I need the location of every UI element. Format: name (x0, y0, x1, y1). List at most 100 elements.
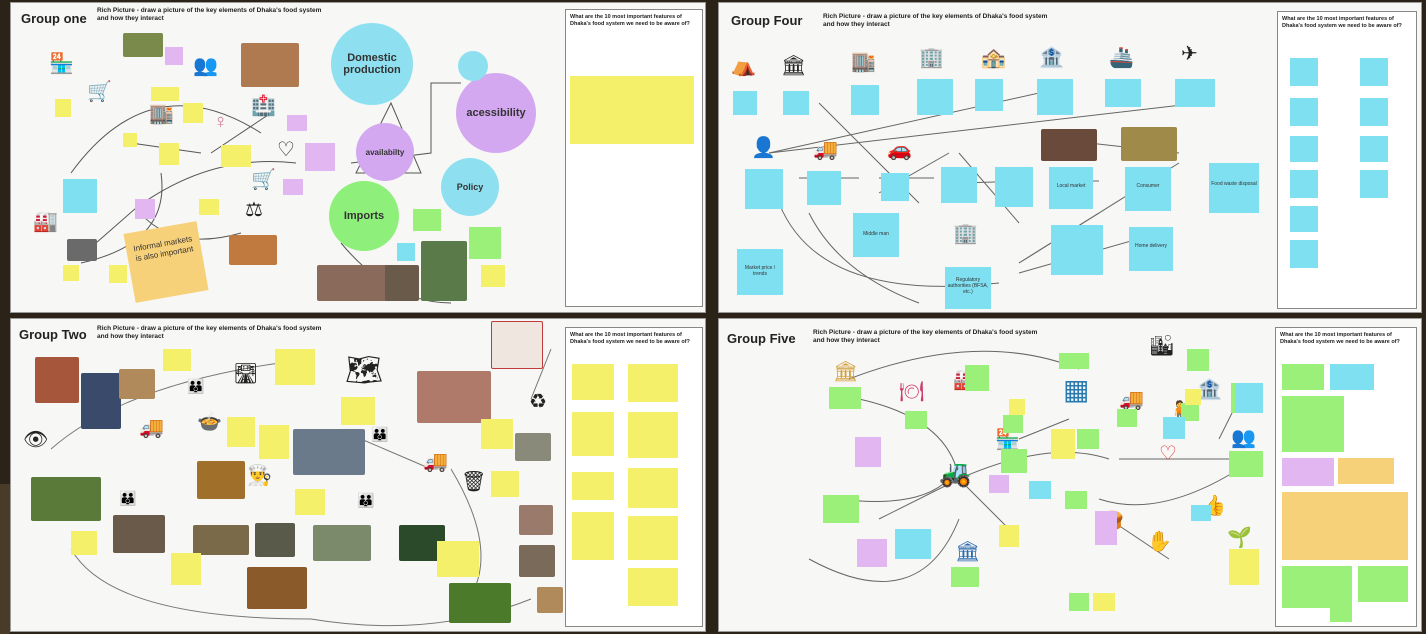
market-photo (421, 241, 467, 301)
answer-note (1290, 240, 1318, 268)
answer-note (572, 512, 614, 560)
sticky-note (1117, 409, 1137, 427)
sticky-note (259, 425, 289, 459)
sticky-note (63, 265, 79, 281)
sticky-note (1001, 449, 1027, 473)
circle-small-blue (458, 51, 488, 81)
board-group-four: Group Four Rich Picture - draw a picture… (718, 2, 1422, 313)
building-icon: 🏤 (981, 47, 1006, 69)
sticky-note (275, 349, 315, 385)
answer-note (1290, 206, 1318, 232)
sticky-note (437, 541, 479, 577)
food-photo (197, 461, 245, 499)
sticky-note (855, 437, 881, 467)
bank-icon: 🏛 (781, 55, 807, 77)
group-subtitle: Rich Picture - draw a picture of the key… (97, 7, 322, 22)
note-informal-markets: Informal markets is also important (123, 221, 209, 303)
sticky-note (171, 553, 201, 585)
chef-icon: 👨‍🍳 (247, 465, 272, 487)
sticky-note (989, 475, 1009, 493)
sticky-note (851, 85, 879, 115)
scale-icon: ⚖ (245, 199, 263, 221)
sticky-note (745, 169, 783, 209)
sticky-note (397, 243, 415, 261)
sticky-note (1051, 429, 1075, 459)
market-icon: 🏪 (995, 429, 1020, 451)
answer-note (628, 364, 678, 402)
building-regulator-icon: 🏢 (953, 223, 978, 245)
hospital-icon: 🏥 (251, 95, 276, 117)
sticky-note (1093, 593, 1115, 611)
food-photo (247, 567, 307, 609)
sticky-note (905, 411, 927, 429)
answer-note (572, 364, 614, 400)
map-icon: 🗺 (345, 354, 384, 387)
city-photo (293, 429, 365, 475)
node-consumer: Consumer (1125, 167, 1171, 211)
sticky-note (1077, 429, 1099, 449)
question-panel: What are the 10 most important features … (1275, 327, 1417, 627)
answer-note (628, 412, 678, 458)
market-photo (385, 265, 419, 301)
answer-note (1282, 396, 1344, 452)
sticky-note (1175, 79, 1215, 107)
sticky-note (881, 173, 909, 201)
sprout-icon: 🌱 (1227, 527, 1252, 549)
truck-icon: 🚚 (813, 139, 838, 161)
answer-note (572, 412, 614, 456)
sticky-note (159, 143, 179, 165)
answer-list (570, 76, 694, 144)
node-food-waste-disposal: Food waste disposal (1209, 163, 1259, 213)
group-title: Group Two (19, 327, 87, 342)
city-icon: 🏙 (1149, 335, 1175, 357)
delivery-truck-icon: 🚚 (423, 451, 448, 473)
heart-icon: ♡ (1159, 443, 1177, 465)
eye-house-icon: 👁 (23, 429, 49, 451)
waste-bin-icon: 🗑 (461, 471, 487, 493)
answer-note (1282, 492, 1408, 560)
circle-accessibility: acessibility (456, 73, 536, 153)
people-group-icon: 👪 (187, 378, 205, 394)
market-photo (193, 525, 249, 555)
sticky-note (823, 495, 859, 523)
food-photo (229, 235, 277, 265)
answer-note (1330, 606, 1352, 622)
answer-note (1290, 58, 1318, 86)
answer-note (1330, 364, 1374, 390)
sticky-note (71, 531, 97, 555)
question-panel: What are the 10 most important features … (565, 327, 703, 627)
tractor-icon: 🚜 (939, 458, 972, 488)
sticky-note (1185, 389, 1201, 405)
group-title: Group Four (731, 13, 803, 28)
sticky-note (283, 179, 303, 195)
sticky-note (951, 567, 979, 587)
sticky-note (995, 167, 1033, 207)
city-photo (81, 373, 121, 429)
bank-icon: 🏦 (1197, 379, 1222, 401)
sticky-note (1191, 505, 1211, 521)
answer-note (572, 472, 614, 500)
food-photo (123, 33, 163, 57)
sticky-note (63, 179, 97, 213)
sticky-note (183, 103, 203, 123)
sticky-note (917, 79, 953, 115)
sticky-note (469, 227, 501, 259)
food-photo (67, 239, 97, 261)
woman-icon: ♀ (213, 111, 228, 133)
sticky-note (135, 199, 155, 219)
sticky-note (1051, 225, 1103, 275)
meat-photo (417, 371, 491, 423)
sticky-note (413, 209, 441, 231)
answer-note (1338, 458, 1394, 484)
question-panel: What are the 10 most important features … (1277, 11, 1417, 309)
food-bowl-icon: 🍲 (197, 411, 222, 433)
people-icon: 👥 (193, 55, 218, 77)
circle-availability: availabilty (356, 123, 414, 181)
sticky-note (221, 145, 251, 167)
answer-note (1360, 136, 1388, 162)
sticky-note (1009, 399, 1025, 415)
sticky-note (783, 91, 809, 115)
node-middle-man: Middle man (853, 213, 899, 257)
farm-photo (31, 477, 101, 521)
sticky-note (999, 525, 1019, 547)
